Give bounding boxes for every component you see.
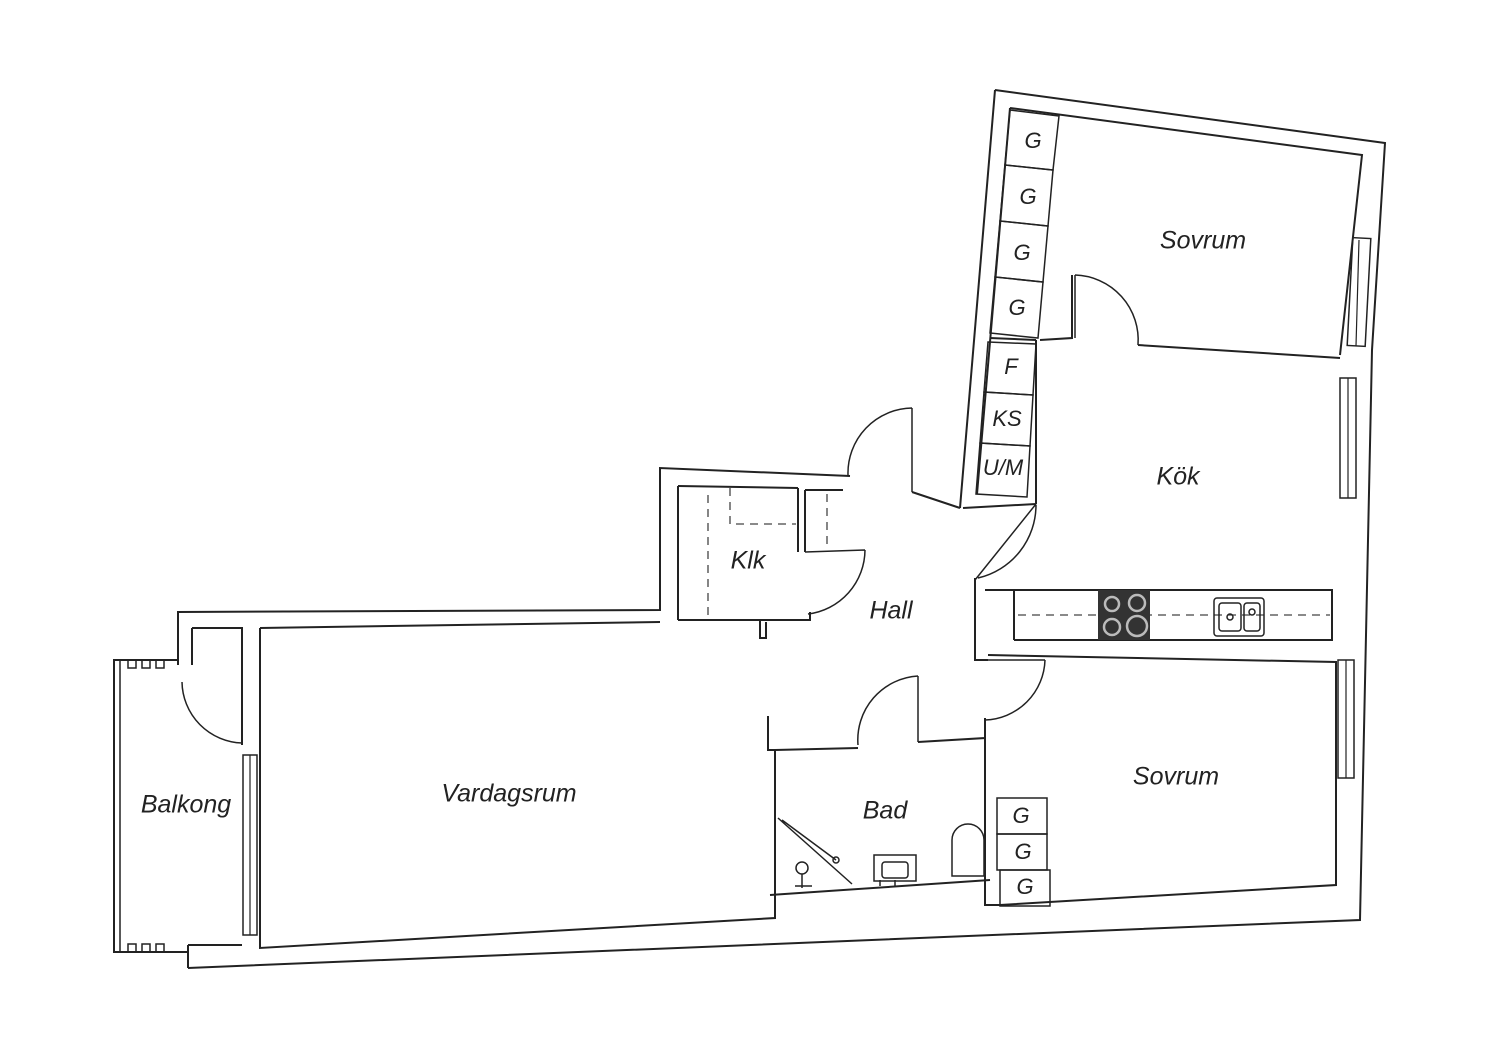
- wardrobe-label: G: [1012, 803, 1029, 828]
- wardrobe-label: G: [1008, 295, 1025, 320]
- room-label-vardagsrum: Vardagsrum: [441, 780, 576, 808]
- room-label-bad: Bad: [863, 797, 909, 825]
- door-bad: [857, 675, 919, 746]
- room-label-klk: Klk: [731, 547, 767, 575]
- toilet-icon: [951, 823, 985, 877]
- room-label-sovrum-2: Sovrum: [1133, 763, 1219, 791]
- washbasin-icon: [873, 854, 917, 886]
- bathroom-fixtures: [777, 817, 985, 888]
- wardrobe-label: G: [1014, 839, 1031, 864]
- room-label-kok: Kök: [1156, 463, 1201, 491]
- wardrobe-label: G: [1019, 184, 1036, 209]
- sink-icon: [1213, 597, 1265, 637]
- klk-storage: [707, 488, 828, 620]
- door-entrance: [847, 407, 913, 492]
- doors: [181, 274, 1139, 746]
- room-label-sovrum-1: Sovrum: [1160, 227, 1246, 255]
- outer-walls: [177, 89, 1387, 969]
- shower-head-icon: [795, 861, 812, 888]
- door-kok: [974, 503, 1037, 581]
- door-sovrum-2: [984, 659, 1046, 721]
- fridge-label: F: [1004, 354, 1019, 379]
- balcony: [113, 659, 188, 953]
- wardrobe-lower: G G G: [996, 797, 1051, 907]
- room-labels: Sovrum Kök Klk Hall Vardagsrum Bad Sovru…: [141, 227, 1246, 825]
- wardrobe-label: G: [1013, 240, 1030, 265]
- shower-screen-icon: [777, 817, 853, 885]
- door-klk: [804, 549, 866, 615]
- door-balkong: [181, 681, 243, 744]
- room-label-hall: Hall: [869, 597, 914, 625]
- kitchen-counter: [1018, 590, 1330, 640]
- windows: [242, 236, 1372, 936]
- door-sovrum-1: [1074, 274, 1139, 346]
- wardrobe-label: G: [1024, 128, 1041, 153]
- kitchen-units: F KS U/M: [975, 341, 1037, 498]
- oven-label: U/M: [983, 455, 1024, 480]
- wardrobe-label: G: [1016, 874, 1033, 899]
- wardrobe-upper: G G G G: [989, 109, 1060, 339]
- freezer-label: KS: [992, 406, 1022, 431]
- room-label-balkong: Balkong: [141, 791, 231, 819]
